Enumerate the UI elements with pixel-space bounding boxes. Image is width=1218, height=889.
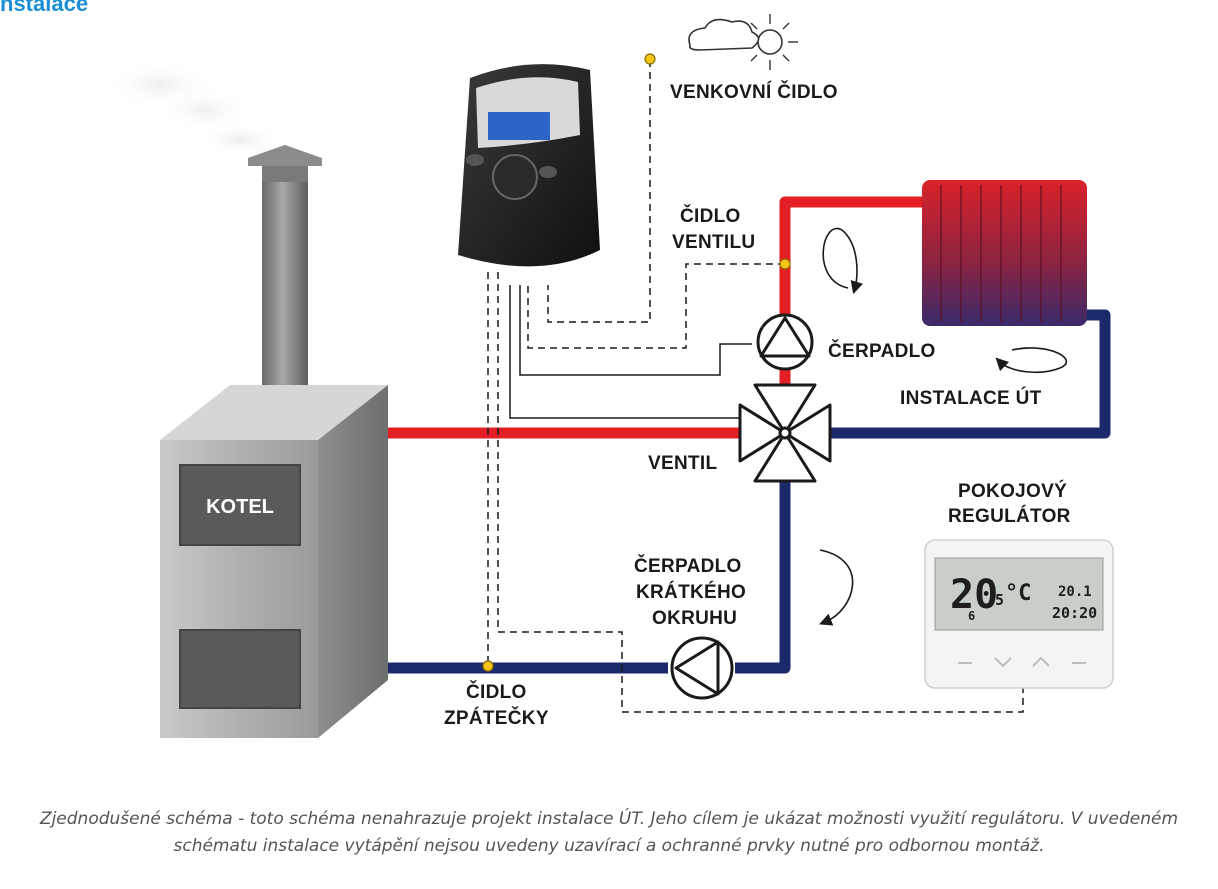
- sensor-wires: [487, 60, 1024, 713]
- label-pump: ČERPADLO: [828, 340, 936, 362]
- label-return-sensor-1: ČIDLO: [466, 681, 527, 703]
- caption-line-1: Zjednodušené schéma - toto schéma nenahr…: [39, 809, 1179, 829]
- regulator-down-icon: [994, 657, 1012, 668]
- circulation-pump-icon: [756, 313, 814, 371]
- label-valve: VENTIL: [648, 453, 717, 474]
- outdoor-sensor-dot: [644, 53, 656, 65]
- label-valve-sensor-2: VENTILU: [672, 232, 755, 253]
- room-regulator-unit: °C: [1005, 581, 1032, 606]
- boiler-lower-door: [179, 629, 301, 709]
- label-short-pump-1: ČERPADLO: [634, 555, 742, 577]
- weather-icon: [688, 14, 798, 70]
- short-circuit-pump-icon: [670, 636, 734, 700]
- controller-knob: [492, 154, 538, 200]
- room-regulator-display: [934, 557, 1104, 631]
- label-valve-sensor-1: ČIDLO: [680, 205, 741, 227]
- room-regulator-time: 20:20: [1052, 604, 1097, 622]
- boiler-upper-door: [179, 464, 301, 546]
- valve-sensor-dot: [779, 258, 791, 270]
- room-regulator-temperature-decimal: 5: [995, 591, 1004, 609]
- header-fragment: nstalace: [0, 0, 89, 16]
- boiler-controller: [458, 64, 600, 267]
- boiler-label: KOTEL: [206, 496, 274, 518]
- room-regulator-day: 6: [968, 609, 975, 623]
- room-regulator: 20 5 °C 20.1 20:20 6: [924, 539, 1114, 689]
- control-wires: [509, 285, 752, 419]
- label-installation: INSTALACE ÚT: [900, 387, 1042, 409]
- return-sensor-dot: [482, 660, 494, 672]
- regulator-up-icon: [1032, 656, 1050, 667]
- radiator: [922, 180, 1087, 326]
- chimney: [248, 145, 322, 410]
- mixing-valve-icon: [738, 383, 832, 483]
- label-short-pump-2: KRÁTKÉHO: [636, 581, 746, 603]
- room-regulator-temperature: 20: [950, 572, 998, 618]
- room-regulator-setpoint: 20.1: [1058, 584, 1092, 600]
- controller-screen: [488, 112, 550, 140]
- label-short-pump-3: OKRUHU: [652, 608, 737, 629]
- caption-line-2: schématu instalace vytápění nejsou uvede…: [173, 836, 1045, 856]
- label-return-sensor-2: ZPÁTEČKY: [444, 707, 549, 729]
- label-room-regulator-1: POKOJOVÝ: [958, 480, 1067, 502]
- label-outdoor-sensor: VENKOVNÍ ČIDLO: [670, 81, 838, 103]
- caption: Zjednodušené schéma - toto schéma nenahr…: [0, 806, 1218, 860]
- label-room-regulator-2: REGULÁTOR: [948, 505, 1071, 527]
- sensor-dots: [482, 53, 791, 672]
- boiler: KOTEL: [160, 385, 388, 738]
- smoke-cloud: [105, 60, 305, 169]
- flow-arrows: [819, 227, 1068, 626]
